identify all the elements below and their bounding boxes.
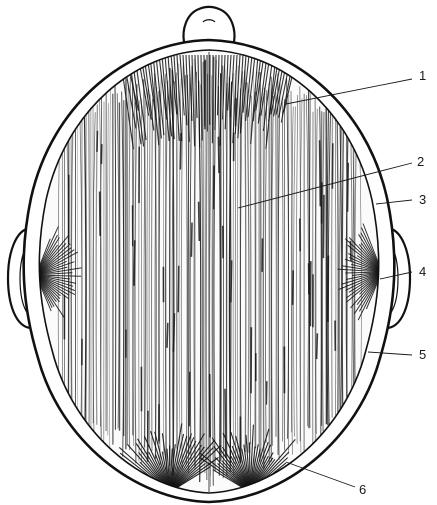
fibre-stroke [167, 323, 168, 348]
fibre-stroke [317, 333, 318, 359]
fibre-stroke [212, 55, 213, 143]
fibre-stroke [100, 192, 101, 236]
fibre-stroke [189, 372, 190, 427]
fibre-stroke [231, 260, 232, 302]
fibre-stroke [191, 223, 192, 257]
fibre-stroke [225, 389, 226, 458]
fibre-stroke [323, 195, 324, 258]
callout-6: 6 [359, 482, 366, 497]
callout-1: 1 [419, 68, 426, 83]
fibre-stroke [180, 133, 181, 170]
fibre-stroke [199, 202, 200, 241]
callout-3: 3 [419, 192, 426, 207]
callout-4: 4 [419, 264, 426, 279]
fibre-stroke [321, 111, 322, 425]
fibre-stroke [174, 313, 175, 352]
fibre-stroke [266, 381, 267, 404]
nose-outline [184, 7, 235, 42]
callout-2: 2 [417, 154, 424, 169]
callout-5: 5 [419, 347, 426, 362]
fibre-stroke [320, 140, 321, 206]
fibre-stroke [218, 137, 219, 173]
fibre-stroke [348, 163, 349, 212]
